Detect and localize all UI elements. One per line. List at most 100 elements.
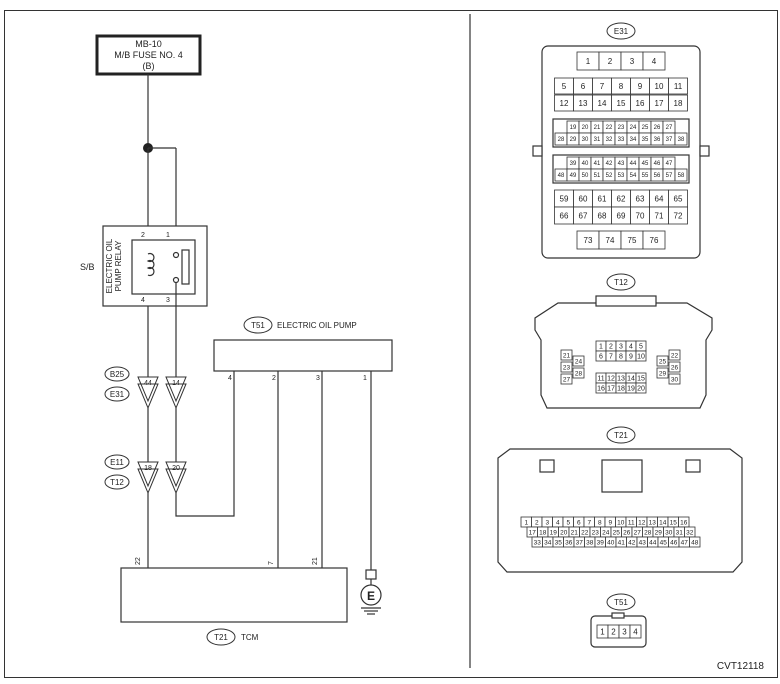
figure-code: CVT12118: [717, 661, 765, 672]
e31-pin-number: 14: [598, 99, 607, 108]
e31-pin-number: 15: [617, 99, 626, 108]
tag-e11: E11: [110, 458, 124, 467]
t21-pin-number: 43: [639, 539, 647, 546]
t12-pin-number: 2: [609, 343, 613, 350]
pump-pin-4: 4: [228, 375, 232, 382]
tcm-pin-22: 22: [135, 557, 142, 565]
relay-name-2: PUMP RELAY: [114, 240, 123, 291]
e31-pin-number: 36: [654, 137, 661, 143]
t12-pin-number: 1: [599, 343, 603, 350]
t21-pin-number: 42: [628, 539, 636, 546]
t21-pin-number: 40: [607, 539, 615, 546]
t12-pin-number: 20: [637, 385, 645, 392]
t21-pin-number: 18: [539, 529, 547, 536]
e31-pin-number: 21: [594, 125, 601, 131]
t21-pin-number: 10: [617, 519, 625, 526]
t12-pin-number: 10: [637, 353, 645, 360]
e31-pin-number: 17: [655, 99, 664, 108]
e31-pin-number: 61: [598, 194, 607, 203]
t12-pin-cell: [668, 373, 681, 385]
pump-name: ELECTRIC OIL PUMP: [277, 321, 357, 330]
e31-pin-number: 51: [594, 173, 601, 179]
t51-pin-number: 1: [600, 627, 605, 636]
e31-pin-number: 67: [579, 211, 588, 220]
t21-pin-number: 36: [565, 539, 573, 546]
e31-pin-number: 9: [638, 82, 643, 91]
t12-pin-cell: [560, 373, 573, 385]
e31-pin-number: 60: [579, 194, 588, 203]
e31-pin-number: 59: [560, 194, 569, 203]
t51-pin-number: 2: [611, 627, 616, 636]
view-label-e31: E31: [614, 27, 629, 36]
tcm-pin-21: 21: [312, 557, 319, 565]
e31-pin-number: 54: [630, 173, 637, 179]
view-label-t21: T21: [614, 431, 628, 440]
e31-pin-number: 48: [558, 173, 565, 179]
t21-pin-number: 8: [598, 519, 602, 526]
e31-pin-cell: [668, 94, 688, 112]
t21-pin-number: 41: [618, 539, 626, 546]
fuse-label-2: M/B FUSE NO. 4: [114, 50, 183, 60]
relay-pin-2: 2: [141, 232, 145, 239]
t21-pin-number: 35: [555, 539, 563, 546]
e31-pin-number: 62: [617, 194, 626, 203]
t12-pin-number: 23: [563, 364, 571, 371]
e31-pin-number: 34: [630, 137, 637, 143]
t12-pin-number: 21: [563, 352, 571, 359]
t12-pin-number: 25: [659, 358, 667, 365]
t21-pin-number: 23: [592, 529, 600, 536]
t21-pin-number: 32: [686, 529, 694, 536]
fuse-label-3: (B): [143, 61, 155, 71]
t12-pin-cell: [668, 349, 681, 361]
t12-pin-number: 15: [637, 375, 645, 382]
t12-pin-number: 4: [629, 343, 633, 350]
e31-pin-cell: [668, 77, 688, 95]
t21-pin-number: 19: [550, 529, 558, 536]
e31-pin-number: 58: [678, 173, 685, 179]
t21-pin-number: 48: [691, 539, 699, 546]
e31-pin-number: 19: [570, 125, 577, 131]
pin-14: 14: [172, 380, 180, 387]
e31-pin-number: 38: [678, 137, 685, 143]
pump-pin-3: 3: [316, 375, 320, 382]
e31-pin-number: 43: [618, 161, 625, 167]
pump-pin-1: 1: [363, 375, 367, 382]
relay-pin-3: 3: [166, 297, 170, 304]
t12-pin-cell: [635, 350, 647, 362]
t12-pin-number: 19: [627, 385, 635, 392]
t21-pin-number: 28: [644, 529, 652, 536]
e31-pin-number: 4: [652, 57, 657, 66]
e31-pin-number: 20: [582, 125, 589, 131]
t51-pin-cell: [629, 624, 642, 639]
e31-pin-number: 18: [674, 99, 683, 108]
e31-pin-number: 33: [618, 137, 625, 143]
t21-pin-number: 21: [571, 529, 579, 536]
e31-pin-number: 2: [608, 57, 613, 66]
t21-pin-number: 4: [556, 519, 560, 526]
t12-pin-number: 16: [597, 385, 605, 392]
e31-pin-number: 31: [594, 137, 601, 143]
tag-b25: B25: [110, 370, 125, 379]
t21-pin-number: 31: [676, 529, 684, 536]
e31-pin-number: 69: [617, 211, 626, 220]
e31-pin-number: 70: [636, 211, 645, 220]
e31-pin-cell: [642, 51, 666, 71]
e31-pin-cell: [674, 132, 688, 146]
t21-pin-number: 44: [649, 539, 657, 546]
e31-pin-number: 73: [584, 236, 593, 245]
e31-pin-number: 39: [570, 161, 577, 167]
e31-pin-number: 53: [618, 173, 625, 179]
e31-pin-number: 49: [570, 173, 577, 179]
e31-pin-number: 24: [630, 125, 637, 131]
t21-pin-number: 24: [602, 529, 610, 536]
t21-pin-number: 14: [659, 519, 667, 526]
fuse-box: MB-10 M/B FUSE NO. 4 (B): [95, 34, 202, 76]
e31-pin-number: 28: [558, 137, 565, 143]
t21-pin-number: 22: [581, 529, 589, 536]
t21-pin-number: 45: [660, 539, 668, 546]
e31-pin-number: 57: [666, 173, 673, 179]
